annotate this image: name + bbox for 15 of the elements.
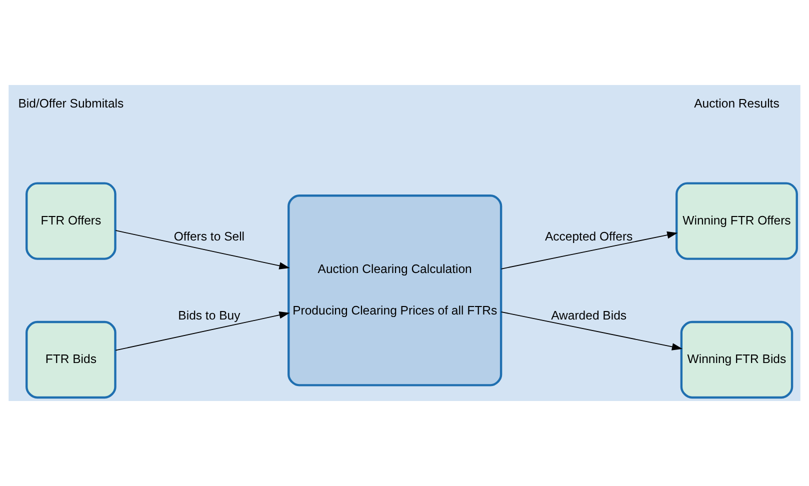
edge-label: Accepted Offers xyxy=(544,230,633,244)
arrow xyxy=(115,311,290,351)
arrow xyxy=(500,311,683,350)
edge-label: Awarded Bids xyxy=(551,308,627,323)
node-box: FTR Offers xyxy=(26,182,116,260)
arrow xyxy=(115,230,290,270)
node-box: Winning FTR Offers xyxy=(676,182,798,260)
edge-label: Bids to Buy xyxy=(178,308,240,323)
node-box: FTR Bids xyxy=(26,320,116,399)
node-box: Winning FTR Bids xyxy=(680,320,794,399)
label: Bid/Offer Submitals xyxy=(18,96,124,111)
arrow xyxy=(500,231,678,270)
label: Auction Results xyxy=(694,96,780,111)
node-box: Auction Clearing Calculation Producing Clearing Prices of all FTRs xyxy=(288,194,502,386)
edge-label: Offers to Sell xyxy=(174,230,245,244)
